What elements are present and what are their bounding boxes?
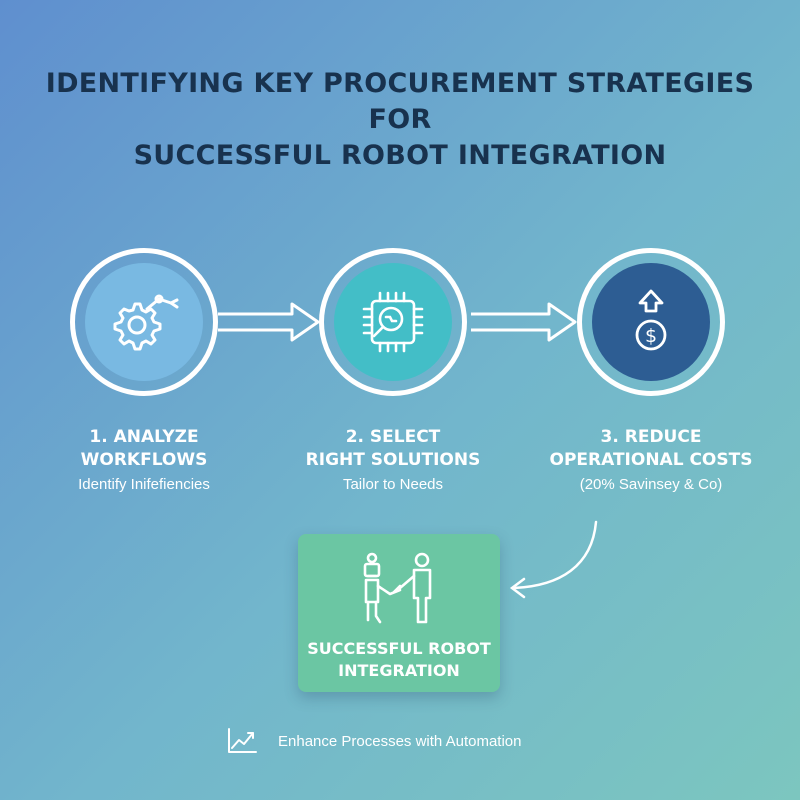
step-3-title-line-2: OPERATIONAL COSTS — [549, 450, 753, 470]
trend-line-icon — [228, 728, 257, 753]
gear-robot-arm-icon — [113, 294, 179, 351]
curved-arrow-to-result — [509, 520, 598, 599]
title-line-1: IDENTIFYING KEY PROCUREMENT STRATEGIES F… — [45, 68, 755, 135]
chip-magnifier-icon — [362, 291, 424, 353]
dollar-up-arrow-icon: $ — [635, 289, 667, 351]
step-1-title-line-1: 1. ANALYZE — [89, 427, 199, 447]
step-3-title-line-1: 3. REDUCE — [600, 427, 702, 447]
step-2-subtitle: Tailor to Needs — [342, 476, 444, 493]
robot-handshake-icon — [363, 552, 432, 624]
footer-text: Enhance Processes with Automation — [278, 733, 522, 750]
page-title: IDENTIFYING KEY PROCUREMENT STRATEGIES F… — [40, 66, 760, 174]
step-1-title: 1. ANALYZE WORKFLOWS — [34, 426, 254, 472]
arrow-1-to-2 — [218, 302, 320, 342]
step-1-subtitle: Identify Inifefiencies — [78, 476, 210, 493]
result-box: SUCCESSFUL ROBOT INTEGRATION — [298, 534, 500, 692]
step-3-subtitle: (20% Savinsey & Co) — [579, 476, 723, 493]
title-line-2: SUCCESSFUL ROBOT INTEGRATION — [133, 140, 667, 171]
step-3-circle: $ — [577, 248, 725, 396]
step-2-title-line-1: 2. SELECT — [345, 427, 441, 447]
step-1-title-line-2: WORKFLOWS — [80, 450, 208, 470]
step-2-title-line-2: RIGHT SOLUTIONS — [305, 450, 481, 470]
step-1-circle — [70, 248, 218, 396]
result-label-line-1: SUCCESSFUL ROBOT — [307, 639, 491, 658]
result-label: SUCCESSFUL ROBOT INTEGRATION — [298, 638, 500, 682]
result-label-line-2: INTEGRATION — [338, 661, 460, 680]
step-3-title: 3. REDUCE OPERATIONAL COSTS — [541, 426, 761, 472]
arrow-2-to-3 — [471, 302, 577, 342]
svg-text:$: $ — [645, 325, 657, 347]
step-2-title: 2. SELECT RIGHT SOLUTIONS — [283, 426, 503, 472]
step-2-circle — [319, 248, 467, 396]
